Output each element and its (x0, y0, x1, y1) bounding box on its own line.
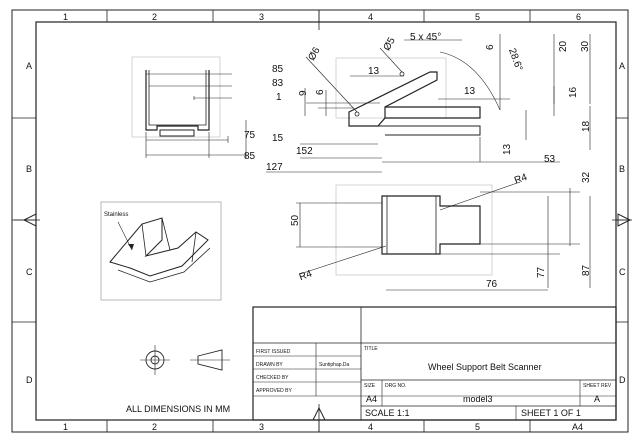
tb-size: A4 (366, 394, 377, 404)
dim-1: 1 (276, 92, 282, 103)
dim-30: 30 (580, 40, 591, 52)
tb-scale: SCALE 1:1 (365, 408, 410, 418)
tb-title-label: TITLE (364, 346, 378, 352)
tb-drg-number: model3 (463, 394, 493, 404)
dim-76: 76 (486, 279, 498, 290)
tb-drg-label: DRG NO. (385, 383, 406, 389)
note-all-dimensions: ALL DIMENSIONS IN MM (126, 404, 230, 414)
col-label-2: 2 (152, 12, 157, 22)
col-label-3: 3 (259, 12, 264, 22)
dim-phi5: Ø5 (382, 35, 398, 52)
dim-13-c: 13 (502, 143, 513, 155)
centering-mark-right (612, 213, 632, 227)
col-label-2-bottom: 2 (152, 422, 157, 432)
col-label-6: 6 (576, 12, 581, 22)
dim-77: 77 (536, 266, 547, 278)
dim-13-a: 13 (368, 66, 380, 77)
dim-75: 75 (244, 130, 256, 141)
dim-83: 83 (272, 78, 284, 89)
title-block (252, 306, 617, 421)
front-view (131, 56, 247, 158)
dim-15: 15 (272, 133, 284, 144)
col-label-5: 5 (475, 12, 480, 22)
dim-6-top: 6 (485, 44, 496, 50)
iso-label: Stainless (104, 212, 128, 218)
tb-first-issued-label: FIRST ISSUED (256, 349, 291, 355)
tb-drawn-by-value: Suntiphap.Da (319, 362, 350, 368)
dim-9: 9 (298, 90, 309, 96)
row-label-A-right: A (619, 61, 625, 71)
dim-chamfer: 5 x 45° (410, 32, 441, 43)
isometric-view (100, 201, 222, 301)
dim-r4-b: R4 (298, 268, 314, 283)
inner-border (35, 21, 617, 421)
row-label-D-right: D (619, 375, 626, 385)
dim-32: 32 (581, 171, 592, 183)
col-label-1: 1 (63, 12, 68, 22)
tb-checked-by-label: CHECKED BY (256, 375, 289, 381)
dim-angle: 28.6° (506, 47, 524, 73)
col-label-5-bottom: 5 (475, 422, 480, 432)
centering-mark-bottom (312, 404, 326, 432)
tb-size-label: SIZE (364, 383, 376, 389)
tb-rev-label: SHEET REV (583, 383, 612, 389)
tb-sheet: SHEET 1 OF 1 (521, 408, 581, 418)
projection-symbol (140, 345, 230, 375)
dim-127: 127 (266, 162, 283, 173)
top-view (296, 181, 591, 291)
dim-53: 53 (544, 154, 556, 165)
row-label-B-right: B (619, 164, 625, 174)
tb-approved-by-label: APPROVED BY (256, 388, 293, 394)
sheet-size-bottom: A4 (572, 422, 583, 432)
dim-87: 87 (581, 264, 592, 276)
dim-85-top: 85 (272, 64, 284, 75)
dim-20: 20 (558, 40, 569, 52)
row-label-A: A (26, 61, 32, 71)
dim-85-bottom: 85 (244, 151, 256, 162)
row-label-D: D (26, 375, 33, 385)
row-label-C-right: C (619, 267, 626, 277)
dim-152: 152 (296, 146, 313, 157)
col-label-4: 4 (368, 12, 373, 22)
row-label-C: C (26, 267, 33, 277)
centering-mark-left (14, 213, 40, 227)
col-label-3-bottom: 3 (259, 422, 264, 432)
dim-13-b: 13 (464, 86, 476, 97)
tb-drawn-by-label: DRAWN BY (256, 362, 283, 368)
dim-50: 50 (290, 214, 301, 226)
tb-rev: A (594, 394, 600, 404)
col-label-4-bottom: 4 (368, 422, 373, 432)
dim-16: 16 (568, 86, 579, 98)
dim-6: 6 (315, 89, 326, 95)
tb-title: Wheel Support Belt Scanner (428, 362, 542, 372)
dim-r4-a: R4 (513, 172, 529, 187)
col-label-1-bottom: 1 (63, 422, 68, 432)
side-view (266, 34, 591, 173)
row-label-B: B (26, 164, 32, 174)
dim-18: 18 (581, 120, 592, 132)
